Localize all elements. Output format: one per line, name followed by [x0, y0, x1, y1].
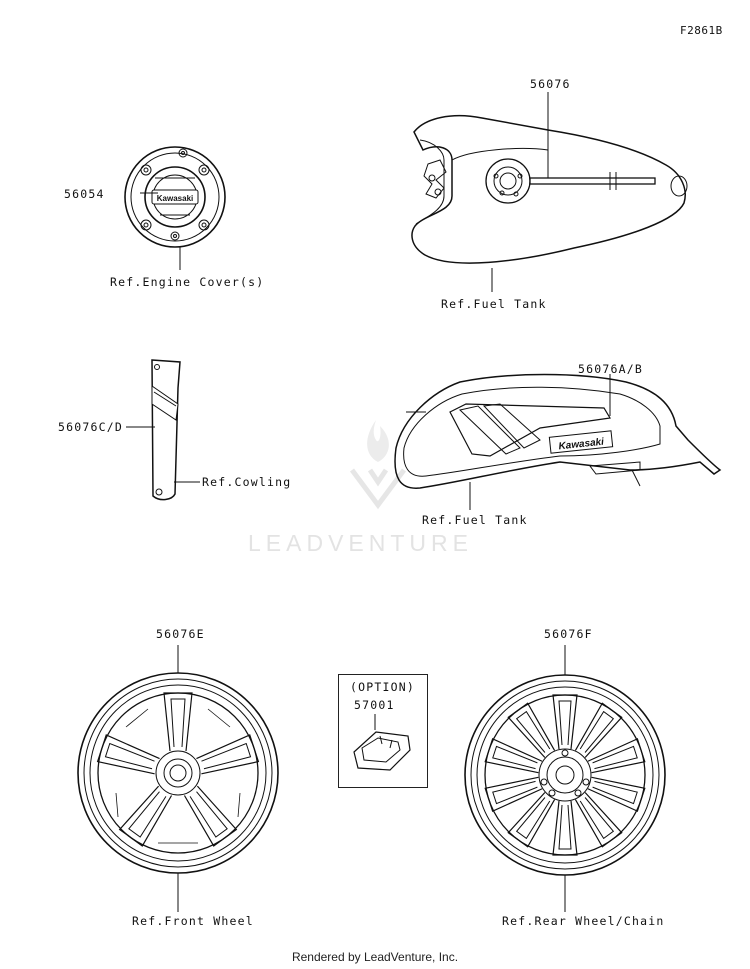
diagram-code: F2861B [680, 24, 723, 37]
tank-top-part-number[interactable]: 56076 [530, 77, 571, 91]
tank-side-part-number[interactable]: 56076A/B [578, 362, 643, 376]
rear-wheel-drawing [464, 674, 666, 876]
tank-top-ref[interactable]: Ref.Fuel Tank [441, 297, 547, 311]
watermark-text: LEADVENTURE [248, 530, 473, 556]
option-heading: (OPTION) [350, 680, 415, 694]
engine-cover-part-number[interactable]: 56054 [64, 187, 105, 201]
svg-text:Kawasaki: Kawasaki [558, 437, 605, 453]
rear-wheel-part-number[interactable]: 56076F [544, 627, 593, 641]
option-part-number[interactable]: 57001 [354, 698, 395, 712]
fuel-tank-top-drawing [411, 92, 688, 292]
front-wheel-drawing [77, 672, 279, 874]
tank-side-ref[interactable]: Ref.Fuel Tank [422, 513, 528, 527]
option-box [338, 674, 428, 788]
cowling-ref[interactable]: Ref.Cowling [202, 475, 292, 489]
front-wheel-ref[interactable]: Ref.Front Wheel [132, 914, 254, 928]
rear-wheel-ref[interactable]: Ref.Rear Wheel/Chain [502, 914, 665, 928]
cowling-part-number[interactable]: 56076C/D [58, 420, 123, 434]
fuel-tank-side-drawing: Kawasaki [394, 373, 722, 510]
engine-cover-drawing: Kawasaki [124, 146, 226, 270]
option-tool-drawing [353, 714, 411, 771]
front-wheel-part-number[interactable]: 56076E [156, 627, 205, 641]
cowling-drawing [126, 359, 200, 501]
footer-credit: Rendered by LeadVenture, Inc. [291, 950, 459, 964]
engine-cover-ref[interactable]: Ref.Engine Cover(s) [110, 275, 265, 289]
svg-text:Kawasaki: Kawasaki [157, 194, 193, 203]
